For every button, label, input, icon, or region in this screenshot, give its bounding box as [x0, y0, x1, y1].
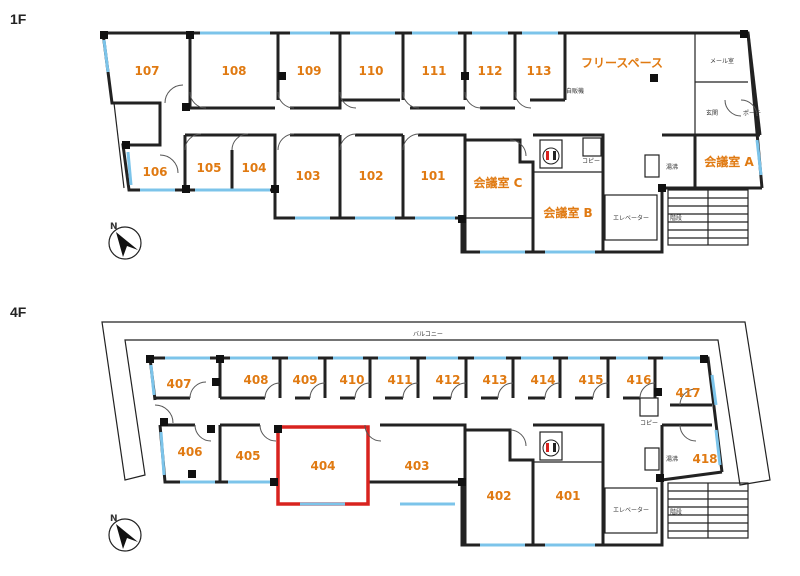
elevator-box — [604, 194, 658, 241]
columns-4f — [146, 355, 708, 486]
inner-wall — [380, 423, 467, 545]
compass-icon: N — [108, 514, 142, 552]
room-105-label: 105 — [196, 161, 221, 175]
room-411-label: 411 — [387, 373, 412, 387]
stairs-1f — [667, 189, 749, 246]
compass-north-label: N — [110, 222, 118, 232]
floor-label-1f: 1F — [10, 11, 27, 27]
outer-wall — [185, 186, 762, 254]
mail-room-label: メール室 — [710, 57, 734, 65]
room-416-label: 416 — [626, 373, 651, 387]
room-106-label: 106 — [142, 165, 167, 179]
room-meeting-c-label: 会議室 C — [474, 175, 523, 190]
balcony-outline — [101, 321, 771, 486]
room-free-space-label: フリースペース — [581, 56, 663, 70]
floor-4f-plan: 4F バルコニー — [10, 304, 771, 552]
stairs-label: 階段 — [670, 508, 682, 516]
room-405-label: 405 — [235, 449, 260, 463]
copy-label: コピー — [582, 158, 600, 165]
inner-wall — [533, 133, 605, 252]
room-111-label: 111 — [421, 64, 446, 78]
elevator-label: エレベーター — [613, 506, 649, 514]
balcony-label: バルコニー — [413, 331, 443, 338]
entrance-label: 玄関 — [706, 109, 718, 117]
porch-label: ポーチ — [743, 109, 761, 117]
room-415-label: 415 — [578, 373, 603, 387]
elevator-label: エレベーター — [613, 214, 649, 222]
room-407-label: 407 — [166, 377, 191, 391]
room-404-label[interactable]: 404 — [310, 459, 335, 473]
inner-wall — [290, 98, 400, 110]
room-403-label: 403 — [404, 459, 429, 473]
room-402-label: 402 — [486, 489, 511, 503]
outer-wall — [746, 32, 762, 136]
doors-1f — [159, 84, 758, 174]
stairs-label: 階段 — [670, 214, 682, 222]
inner-wall — [113, 102, 125, 189]
elevator-box — [604, 487, 658, 534]
inner-wall — [533, 423, 605, 545]
copy-box — [639, 397, 659, 417]
kitchen-box — [644, 154, 660, 178]
room-109-label: 109 — [296, 64, 321, 78]
room-408-label: 408 — [243, 373, 268, 387]
windows-4f — [149, 356, 722, 547]
vending-label: 自販機 — [566, 87, 584, 95]
columns-1f — [100, 30, 748, 223]
room-113-label: 113 — [526, 64, 551, 78]
compass-north-label: N — [110, 514, 118, 524]
room-102-label: 102 — [358, 169, 383, 183]
room-406-label: 406 — [177, 445, 202, 459]
kitchen-label: 湯沸 — [666, 163, 678, 171]
room-108-label: 108 — [221, 64, 246, 78]
room-413-label: 413 — [482, 373, 507, 387]
room-meeting-b-label: 会議室 B — [543, 205, 592, 220]
inner-wall — [185, 133, 277, 190]
room-414-label: 414 — [530, 373, 555, 387]
compass-icon: N — [108, 222, 142, 260]
room-103-label: 103 — [295, 169, 320, 183]
room-410-label: 410 — [339, 373, 364, 387]
room-104-label: 104 — [241, 161, 266, 175]
copy-label: コピー — [640, 420, 658, 427]
inner-wall — [465, 138, 535, 252]
outer-wall — [101, 32, 185, 192]
inner-wall — [418, 133, 467, 252]
room-110-label: 110 — [358, 64, 383, 78]
room-417-label: 417 — [675, 386, 700, 400]
room-418-label: 418 — [692, 452, 717, 466]
floor-label-4f: 4F — [10, 304, 27, 320]
room-101-label: 101 — [420, 169, 445, 183]
stairs-4f — [667, 482, 749, 539]
restroom-icon — [542, 147, 560, 165]
room-meeting-a-label: 会議室 A — [704, 154, 754, 169]
restroom-box — [539, 431, 563, 461]
kitchen-box — [644, 447, 660, 471]
room-107-label: 107 — [134, 64, 159, 78]
restroom-box — [539, 139, 563, 169]
copy-box — [582, 137, 602, 157]
restroom-icon — [542, 439, 560, 457]
room-401-label: 401 — [555, 489, 580, 503]
room-412-label: 412 — [435, 373, 460, 387]
inner-wall — [465, 428, 535, 545]
room-409-label: 409 — [292, 373, 317, 387]
doors-4f — [154, 381, 697, 447]
kitchen-label: 湯沸 — [666, 455, 678, 463]
room-112-label: 112 — [477, 64, 502, 78]
floor-1f-plan: 1F — [10, 11, 764, 260]
windows-1f — [102, 31, 763, 254]
